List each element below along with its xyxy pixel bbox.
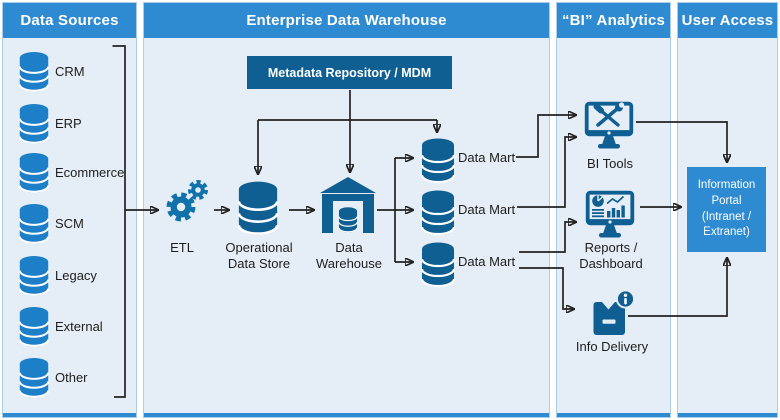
data-warehouse-label: Data Warehouse [316,240,382,271]
panel-header-edw: Enterprise Data Warehouse [144,3,549,38]
database-icon [18,306,50,348]
database-icon [420,138,456,184]
reports-dashboard-label: Reports / Dashboard [579,240,643,271]
database-icon [420,190,456,236]
database-icon [18,357,50,399]
data-source-label: Legacy [55,268,97,283]
data-source-label: External [55,319,103,334]
panel-header-user-access: User Access [678,3,777,38]
data-source-label: Other [55,370,88,385]
panel-header-data-sources: Data Sources [3,3,136,38]
data-mart-label: Data Mart [458,150,516,165]
warehouse-icon [320,177,376,233]
panel-footer [557,413,670,417]
information-portal-box: Information Portal (Intranet / Extranet) [687,167,766,252]
panel-footer [678,413,777,417]
database-icon [420,242,456,288]
bi-tools-label: BI Tools [586,156,633,171]
database-icon [18,203,50,245]
database-icon [234,181,282,236]
data-mart-label: Data Mart [458,254,516,269]
data-source-label: Ecommerce [55,165,125,180]
etl-label: ETL [170,240,194,255]
data-source-label: ERP [55,116,82,131]
metadata-repository-box: Metadata Repository / MDM [247,56,452,89]
panel-footer [144,413,549,417]
panel-footer [3,413,136,417]
database-icon [18,255,50,297]
data-mart-label: Data Mart [458,202,516,217]
data-source-label: SCM [55,216,84,231]
panel-header-bi-analytics: “BI” Analytics [557,3,670,38]
info-delivery-label: Info Delivery [575,339,649,354]
ods-label: Operational Data Store [225,240,293,271]
database-icon [18,152,50,194]
data-source-label: CRM [55,64,85,79]
gears-icon [166,180,208,222]
database-icon [18,103,50,145]
database-icon [18,51,50,93]
monitor-tools-icon [584,101,634,153]
package-info-icon [593,289,636,335]
monitor-dashboard-icon [585,190,635,242]
